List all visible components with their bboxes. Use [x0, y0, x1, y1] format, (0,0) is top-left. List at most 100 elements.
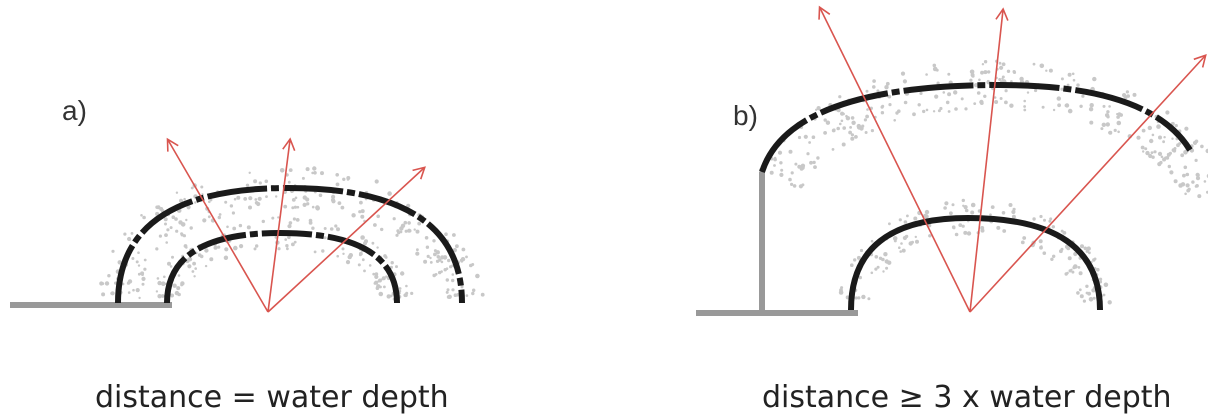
stipple-dot — [175, 191, 179, 194]
stipple-dot — [856, 123, 861, 129]
stipple-dot — [415, 251, 420, 256]
stipple-dot — [238, 223, 243, 228]
stipple-dot — [174, 217, 178, 221]
stipple-dot — [978, 78, 981, 82]
stipple-dot — [331, 194, 336, 199]
stipple-dot — [246, 225, 251, 230]
stipple-dot — [885, 266, 889, 270]
stipple-dot — [255, 244, 259, 248]
stipple-dot — [888, 103, 892, 107]
stipple-dot — [1066, 83, 1070, 87]
stipple-dot — [863, 118, 868, 122]
stipple-dot — [1059, 249, 1063, 254]
stipple-dot — [287, 235, 291, 240]
stipple-dot — [342, 252, 345, 255]
stipple-dot — [170, 293, 174, 298]
stipple-dot — [1101, 122, 1107, 128]
stipple-dot — [312, 166, 317, 171]
stipple-dot — [1004, 89, 1008, 93]
stipple-dot — [171, 215, 176, 219]
stipple-texture-a — [99, 166, 485, 301]
stipple-dot — [913, 216, 918, 221]
stipple-dot — [924, 214, 929, 219]
stipple-dot — [137, 272, 141, 276]
stipple-dot — [838, 290, 844, 295]
stipple-dot — [434, 273, 438, 276]
stipple-dot — [465, 255, 468, 259]
stipple-dot — [374, 179, 379, 184]
stipple-dot — [794, 162, 798, 166]
stipple-dot — [337, 201, 342, 206]
stipple-dot — [306, 202, 310, 206]
stipple-dot — [1119, 113, 1123, 117]
stipple-dot — [1087, 291, 1091, 296]
stipple-dot — [293, 240, 297, 244]
stipple-dot — [472, 289, 476, 292]
stipple-dot — [264, 179, 269, 184]
stipple-dot — [1195, 176, 1201, 181]
stipple-dot — [1185, 172, 1190, 177]
stipple-dot — [295, 218, 300, 222]
stipple-dot — [372, 272, 376, 276]
stipple-dot — [417, 221, 422, 226]
stipple-dot — [404, 229, 408, 233]
stipple-dot — [253, 179, 258, 184]
stipple-dot — [258, 181, 262, 185]
stipple-dot — [248, 205, 252, 210]
stipple-dot — [806, 152, 810, 156]
stipple-dot — [1163, 136, 1166, 139]
stipple-dot — [137, 251, 140, 254]
stipple-dot — [1077, 266, 1081, 269]
stipple-dot — [378, 278, 382, 283]
stipple-dot — [942, 91, 946, 94]
stipple-dot — [953, 90, 958, 95]
stipple-dot — [1102, 293, 1106, 297]
stipple-dot — [445, 278, 449, 282]
stipple-dot — [451, 273, 455, 276]
stipple-dot — [925, 73, 928, 76]
panel-b: b) distance ≥ 3 x water depth — [696, 5, 1208, 415]
stipple-dot — [165, 241, 168, 244]
stipple-dot — [851, 120, 856, 126]
stipple-dot — [1066, 271, 1069, 275]
stipple-dot — [277, 247, 281, 251]
stipple-dot — [1088, 107, 1094, 112]
stipple-dot — [842, 112, 845, 116]
stipple-texture-b — [759, 59, 1208, 305]
stipple-dot — [780, 168, 784, 172]
stipple-dot — [142, 215, 146, 220]
stipple-dot — [1144, 147, 1148, 151]
stipple-dot — [870, 129, 875, 133]
stipple-dot — [773, 156, 777, 160]
stipple-dot — [1076, 83, 1080, 87]
stipple-dot — [963, 205, 968, 210]
stipple-dot — [1185, 183, 1190, 188]
stipple-dot — [1116, 112, 1119, 116]
stipple-dot — [1071, 270, 1075, 274]
stipple-dot — [436, 254, 441, 259]
stipple-dot — [451, 278, 455, 283]
outer-wavefront-a — [115, 184, 465, 304]
stipple-dot — [769, 170, 774, 175]
stipple-dot — [825, 120, 831, 125]
stipple-dot — [413, 228, 416, 231]
stipple-dot — [475, 273, 480, 279]
stipple-dot — [1156, 124, 1161, 129]
stipple-dot — [919, 91, 923, 95]
stipple-dot — [213, 245, 218, 250]
stipple-dot — [1062, 231, 1067, 235]
stipple-dot — [186, 205, 191, 210]
stipple-dot — [342, 177, 346, 181]
stipple-dot — [336, 254, 340, 258]
stipple-dot — [1116, 115, 1120, 119]
stipple-dot — [1164, 156, 1168, 160]
stipple-dot — [288, 221, 293, 225]
stipple-dot — [808, 141, 811, 144]
stipple-dot — [1173, 147, 1177, 150]
stipple-dot — [291, 198, 296, 202]
stipple-dot — [123, 232, 127, 236]
stipple-dot — [902, 235, 908, 241]
stipple-dot — [944, 201, 949, 206]
stipple-dot — [788, 149, 793, 154]
stipple-dot — [164, 222, 167, 226]
